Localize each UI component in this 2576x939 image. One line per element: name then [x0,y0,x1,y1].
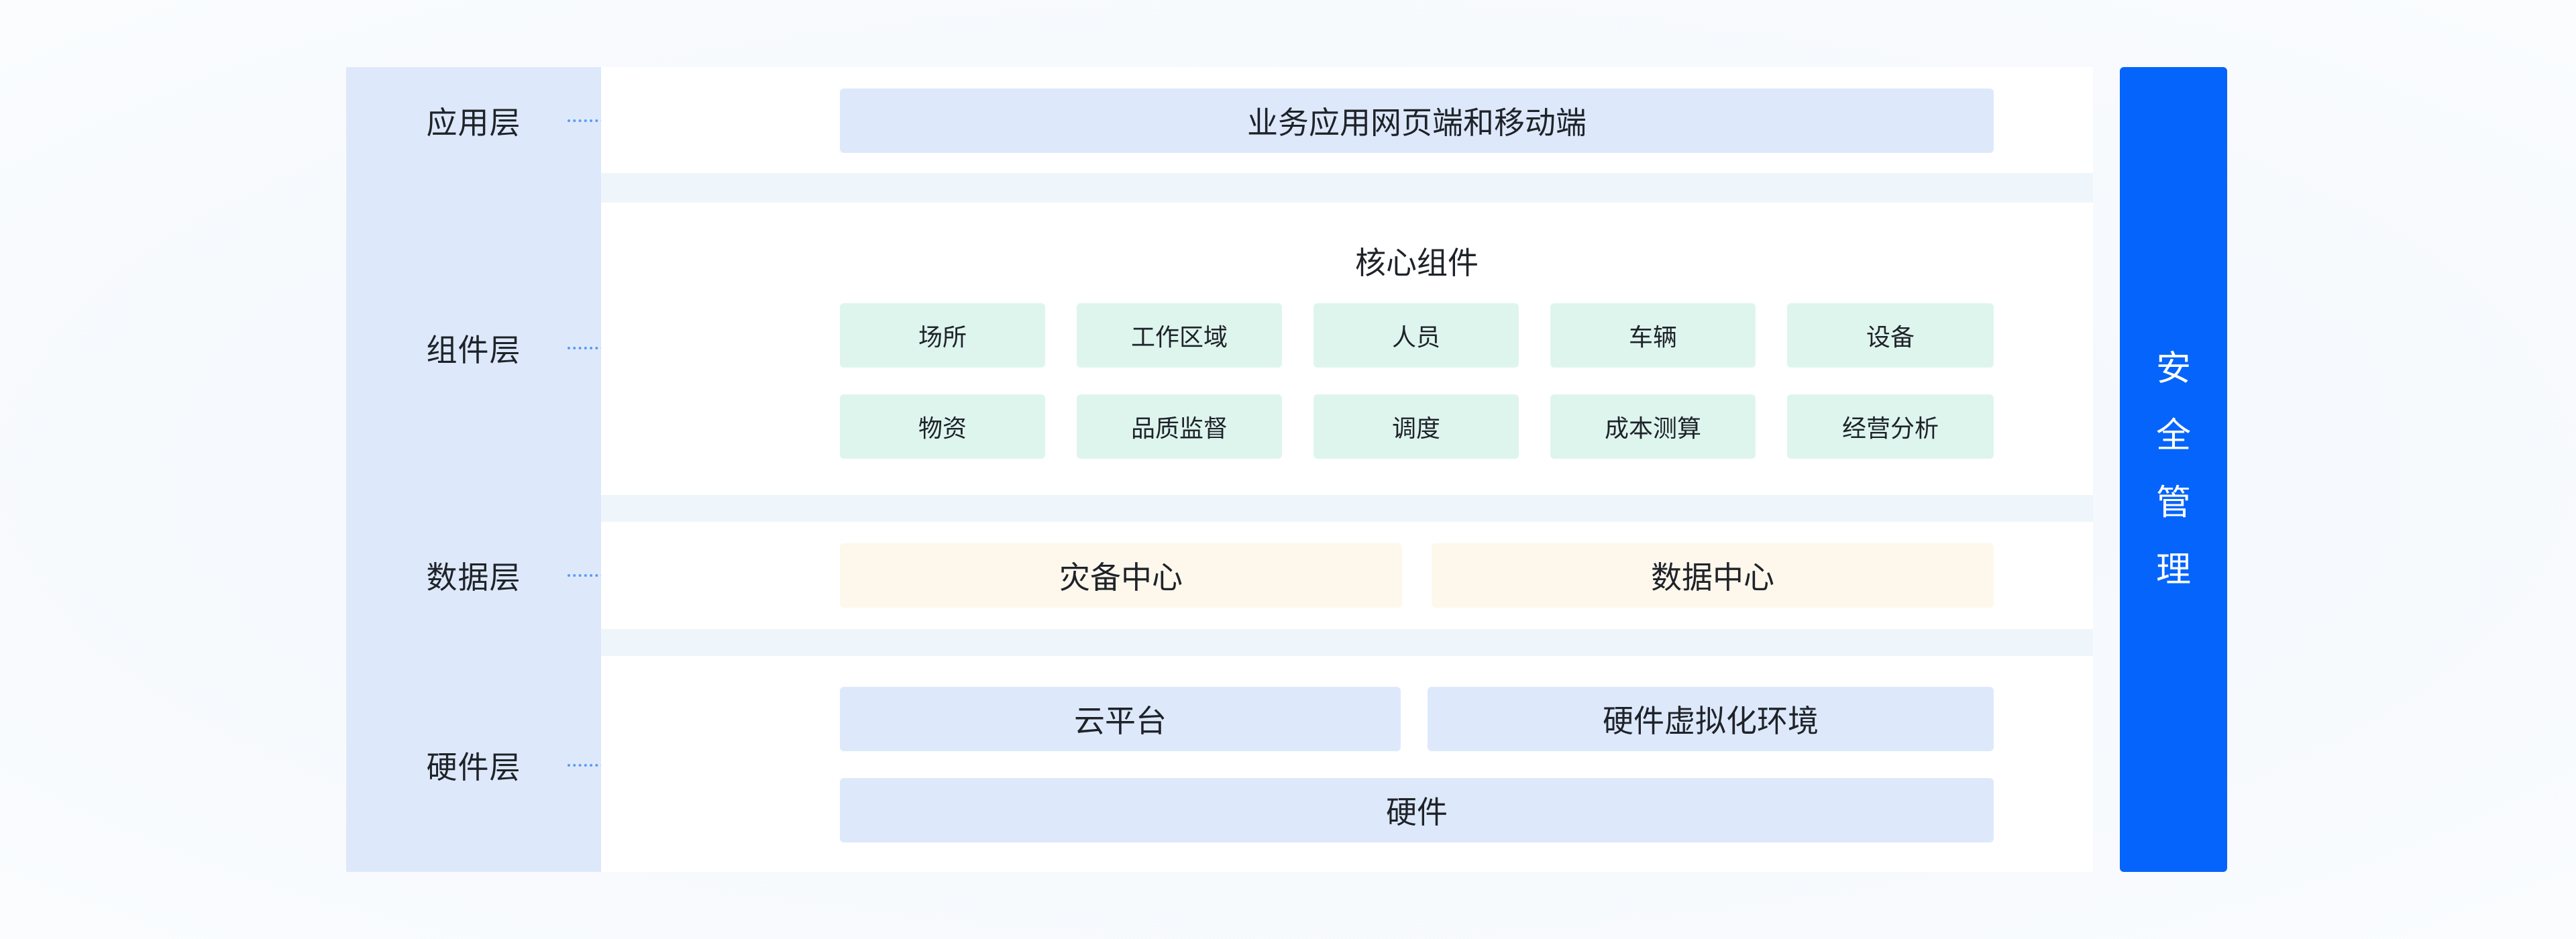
security-management-char: 安 [2155,349,2191,389]
component-layer-title: 核心组件 [1355,245,1479,281]
component-item: 工作区域 [1077,303,1282,368]
hardware-box: 硬件 [840,778,1994,842]
security-management-char: 管 [2155,483,2191,523]
component-item: 物资 [840,394,1045,459]
component-item: 品质监督 [1077,394,1282,459]
cloud-platform-box: 云平台 [840,687,1401,751]
component-item: 场所 [840,303,1045,368]
layer-label-data: 数据层 [426,559,521,596]
component-item: 人员 [1313,303,1519,368]
security-management-bar: 安 全 管 理 [2120,67,2227,872]
component-item: 成本测算 [1550,394,1756,459]
layer-column [346,67,601,872]
disaster-recovery-center-box: 灾备中心 [840,543,1402,608]
component-item: 车辆 [1550,303,1756,368]
layer-label-hardware: 硬件层 [426,749,521,785]
component-item: 调度 [1313,394,1519,459]
band-gap [601,173,2093,203]
band-gap [601,495,2093,522]
hardware-virtualization-box: 硬件虚拟化环境 [1428,687,1994,751]
security-management-char: 理 [2155,550,2191,590]
layer-label-component: 组件层 [426,332,521,368]
app-layer-box: 业务应用网页端和移动端 [840,89,1994,153]
security-management-char: 全 [2155,416,2191,456]
data-center-box: 数据中心 [1432,543,1994,608]
component-item: 经营分析 [1787,394,1994,459]
component-item: 设备 [1787,303,1994,368]
band-gap [601,629,2093,656]
layer-label-app: 应用层 [426,105,521,141]
